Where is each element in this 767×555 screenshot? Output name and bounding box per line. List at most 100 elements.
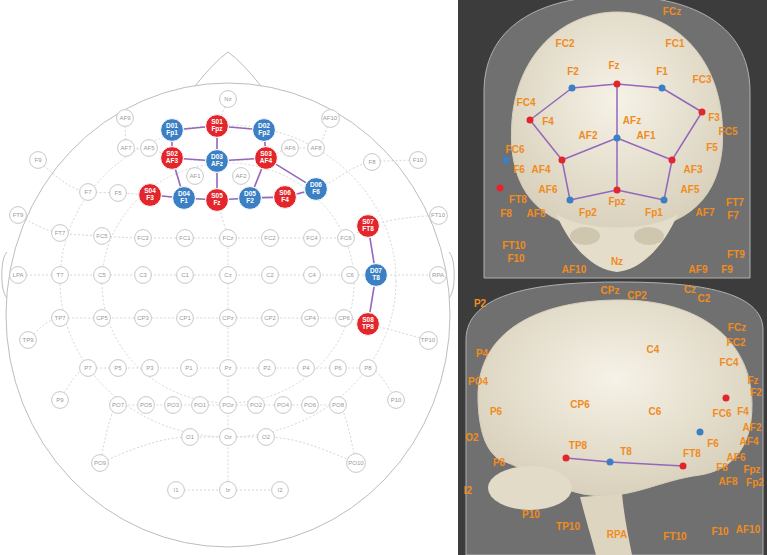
electrode-position: FT7 — [51, 224, 69, 242]
circle-shape — [94, 310, 111, 327]
electrode-position: P5 — [109, 359, 127, 377]
optode-label: D01 — [166, 123, 178, 130]
electrode-label-3d: F4 — [542, 117, 554, 127]
electrode-position: AF9 — [116, 109, 134, 127]
channel-line — [262, 197, 273, 199]
electrode-position: PO3 — [164, 396, 182, 414]
grid-ring — [102, 163, 354, 403]
electrode-label-3d: P8 — [493, 458, 505, 468]
channel-line — [370, 238, 374, 263]
electrode-label: F7 — [84, 189, 91, 195]
circle-shape — [298, 360, 315, 377]
electrode-position: C4 — [303, 266, 321, 284]
circle-shape — [305, 178, 328, 201]
electrode-position: CP2 — [261, 309, 279, 327]
channel-line — [196, 198, 205, 200]
optode-label: TP8 — [362, 324, 374, 331]
electrode-position: C2 — [261, 266, 279, 284]
electrode-label-3d: Fz — [747, 376, 758, 386]
electrode-label-3d: C2 — [698, 294, 711, 304]
electrode-label: C2 — [266, 272, 274, 278]
electrode-position: AF6 — [281, 139, 299, 157]
circle-shape — [220, 360, 237, 377]
electrode-label-3d: AF8 — [527, 209, 546, 219]
electrode-label: AF10 — [323, 115, 337, 121]
circle-shape — [410, 152, 427, 169]
circle-shape — [304, 230, 321, 247]
electrode-position: PO5 — [137, 396, 155, 414]
circle-shape — [94, 267, 111, 284]
electrode-label-3d: FC2 — [556, 39, 575, 49]
electrode-label: F8 — [368, 159, 375, 165]
electrode-label: AF1 — [189, 173, 200, 179]
electrode-label-3d: AF9 — [689, 265, 708, 275]
electrode-position: AF7 — [117, 139, 135, 157]
detector-optode: D06F6 — [304, 177, 328, 201]
electrode-label-3d: Fz — [608, 61, 619, 71]
electrode-position: PO1 — [191, 396, 209, 414]
electrode-label-3d: FC3 — [693, 75, 712, 85]
electrode-position: AF5 — [140, 139, 158, 157]
electrode-label-3d: F6 — [513, 165, 525, 175]
electrode-label-3d: FC1 — [666, 39, 685, 49]
electrode-position: I2 — [271, 481, 289, 499]
electrode-label-3d: AF6 — [727, 453, 746, 463]
electrode-label-3d: F8 — [500, 209, 512, 219]
electrode-position: CP4 — [301, 309, 319, 327]
electrode-position: CPz — [219, 309, 237, 327]
electrode-label: P9 — [56, 397, 63, 403]
electrode-label: C5 — [98, 272, 106, 278]
electrode-label: P1 — [185, 365, 192, 371]
electrode-label-3d: FC2 — [727, 338, 746, 348]
circle-shape — [302, 310, 319, 327]
electrode-label: FT7 — [55, 230, 66, 236]
circle-shape — [274, 186, 297, 209]
electrode-label: PO9 — [94, 460, 106, 466]
electrode-position: CP3 — [134, 309, 152, 327]
circle-shape — [253, 119, 276, 142]
electrode-label-3d: FC5 — [719, 127, 738, 137]
circle-shape — [388, 392, 405, 409]
detector-optode: D05F2 — [238, 186, 262, 210]
circle-shape — [139, 184, 162, 207]
electrode-label-3d: Nz — [611, 257, 623, 267]
source-optode: S03AF4 — [254, 146, 278, 170]
circle-shape — [233, 168, 250, 185]
electrode-label-3d: FT8 — [683, 449, 701, 459]
electrode-label: TP9 — [22, 337, 33, 343]
electrode-position: PO4 — [274, 396, 292, 414]
circle-shape — [80, 184, 97, 201]
optode-label: AFz — [211, 161, 223, 168]
electrode-label: Oz — [224, 434, 232, 440]
channel-line — [184, 127, 205, 129]
electrode-label: CP1 — [179, 315, 191, 321]
electrode-label: F5 — [114, 190, 121, 196]
electrode-label-3d: F6 — [707, 439, 719, 449]
electrode-position: P6 — [329, 359, 347, 377]
optode-label: F3 — [146, 195, 154, 202]
electrode-label-3d: F5 — [706, 143, 718, 153]
electrode-label: POz — [222, 402, 234, 408]
circle-shape — [220, 482, 237, 499]
electrode-label-3d: I2 — [464, 486, 472, 496]
head-surface-front — [484, 0, 750, 278]
optode-label: T8 — [372, 275, 380, 282]
electrode-label-3d: Fpz — [743, 465, 760, 475]
detector-optode: D03AFz — [205, 149, 229, 173]
electrode-position: FC5 — [93, 227, 111, 245]
channel-line — [264, 142, 266, 146]
electrode-label: O2 — [262, 434, 270, 440]
circle-shape — [365, 264, 388, 287]
circle-shape — [338, 230, 355, 247]
electrode-label-3d: AF3 — [684, 165, 703, 175]
circle-shape — [220, 310, 237, 327]
electrode-position: P1 — [180, 359, 198, 377]
channel-line — [297, 192, 305, 194]
electrode-position: PO9 — [91, 454, 109, 472]
electrode-position: PO10 — [346, 453, 366, 473]
circle-shape — [187, 168, 204, 185]
eye-socket — [634, 227, 664, 245]
electrode-label: P2 — [263, 365, 270, 371]
detector-optode: D02Fp2 — [252, 118, 276, 142]
electrode-label-3d: CP6 — [570, 400, 589, 410]
